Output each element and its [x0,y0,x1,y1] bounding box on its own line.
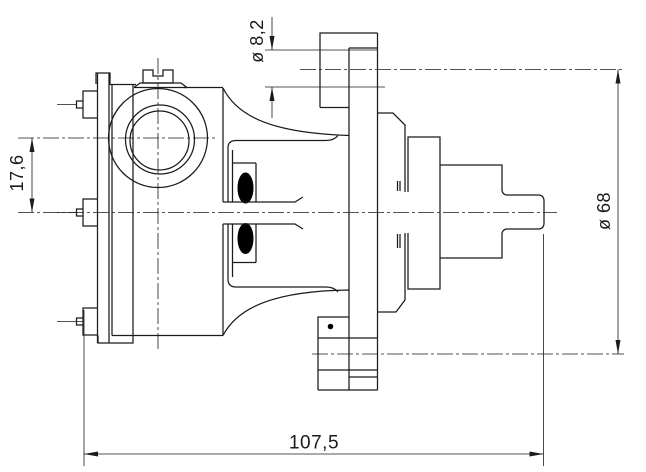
top-screw [142,69,174,84]
arrow-down [29,198,35,213]
dimension-label-overall-length: 107,5 [289,433,339,454]
inlet-port-inner-circle [129,110,190,171]
dimension-label-bolt-circle: ø 68 [594,192,614,230]
screw-seat [133,82,188,89]
shaft-bottom-edge [223,223,304,230]
flange-center-mark [327,323,334,330]
diffuser-bottom-line [236,286,339,293]
shaft-top-edge [223,196,304,203]
centerlines [18,58,624,355]
motor-body [407,136,441,290]
inlet-port-mid-circle [124,104,196,175]
dimension-overall-length: 107,5 [83,234,544,466]
volute-bottom-curve [222,289,350,336]
seal-housing-left [227,139,237,288]
seal-cartridge [222,87,350,336]
side-screw-top [57,90,98,119]
o-ring-lower [237,223,254,254]
motor-rear-section [440,164,508,259]
diffuser-top-line [236,135,339,142]
dimension-label-hole-diameter: ø 8,2 [247,19,267,63]
dimension-port-offset: 17,6 [7,138,35,213]
flange-top-ear [319,32,378,109]
dimension-bolt-circle: ø 68 [594,69,621,354]
motor-assembly [377,112,545,313]
o-ring-upper [237,172,254,204]
adapter-detail-lines [396,181,401,248]
arrow-up [615,69,621,84]
arrow-down [269,36,275,50]
arrow-right [529,451,544,457]
arrow-up [29,138,35,152]
volute-top-curve [222,87,350,137]
side-screw-bottom [57,307,98,336]
dimension-label-port-offset: 17,6 [7,154,27,191]
dimension-hole-diameter: ø 8,2 [247,17,385,118]
inlet-port-outer-circle [107,87,209,189]
side-screw-middle [57,198,98,227]
bracket-foot [97,335,134,344]
mounting-flange [317,32,379,391]
bracket-top-cap [95,72,111,84]
flange-bottom-ear [317,316,378,391]
shaft-end-cap [507,194,545,230]
pump-body [57,69,224,344]
motor-adapter [377,112,406,313]
arrow-left [84,451,98,457]
arrow-up [269,87,275,101]
arrow-down [615,340,621,354]
